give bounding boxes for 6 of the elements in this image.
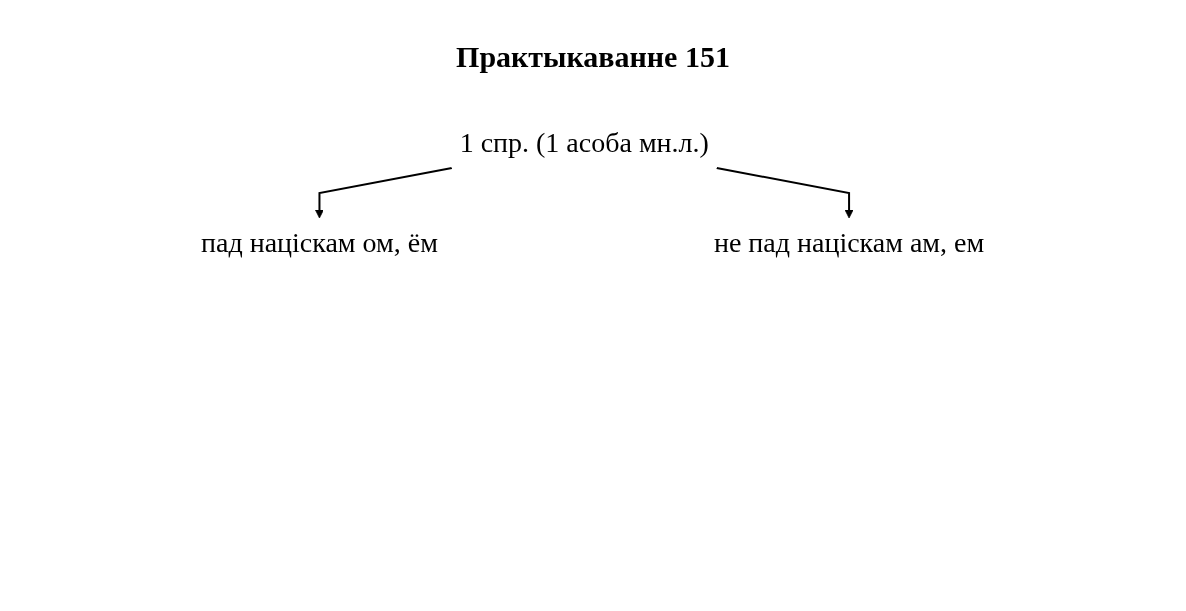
node-text: не пад націскам ам, ем [714,227,985,258]
node-text: 1 спр. (1 асоба мн.л.) [460,127,710,158]
node-text: пад націскам ом, ём [201,227,439,258]
arrow [716,167,854,219]
arrow [315,167,454,219]
title: Практыкаванне 151 [455,40,731,74]
